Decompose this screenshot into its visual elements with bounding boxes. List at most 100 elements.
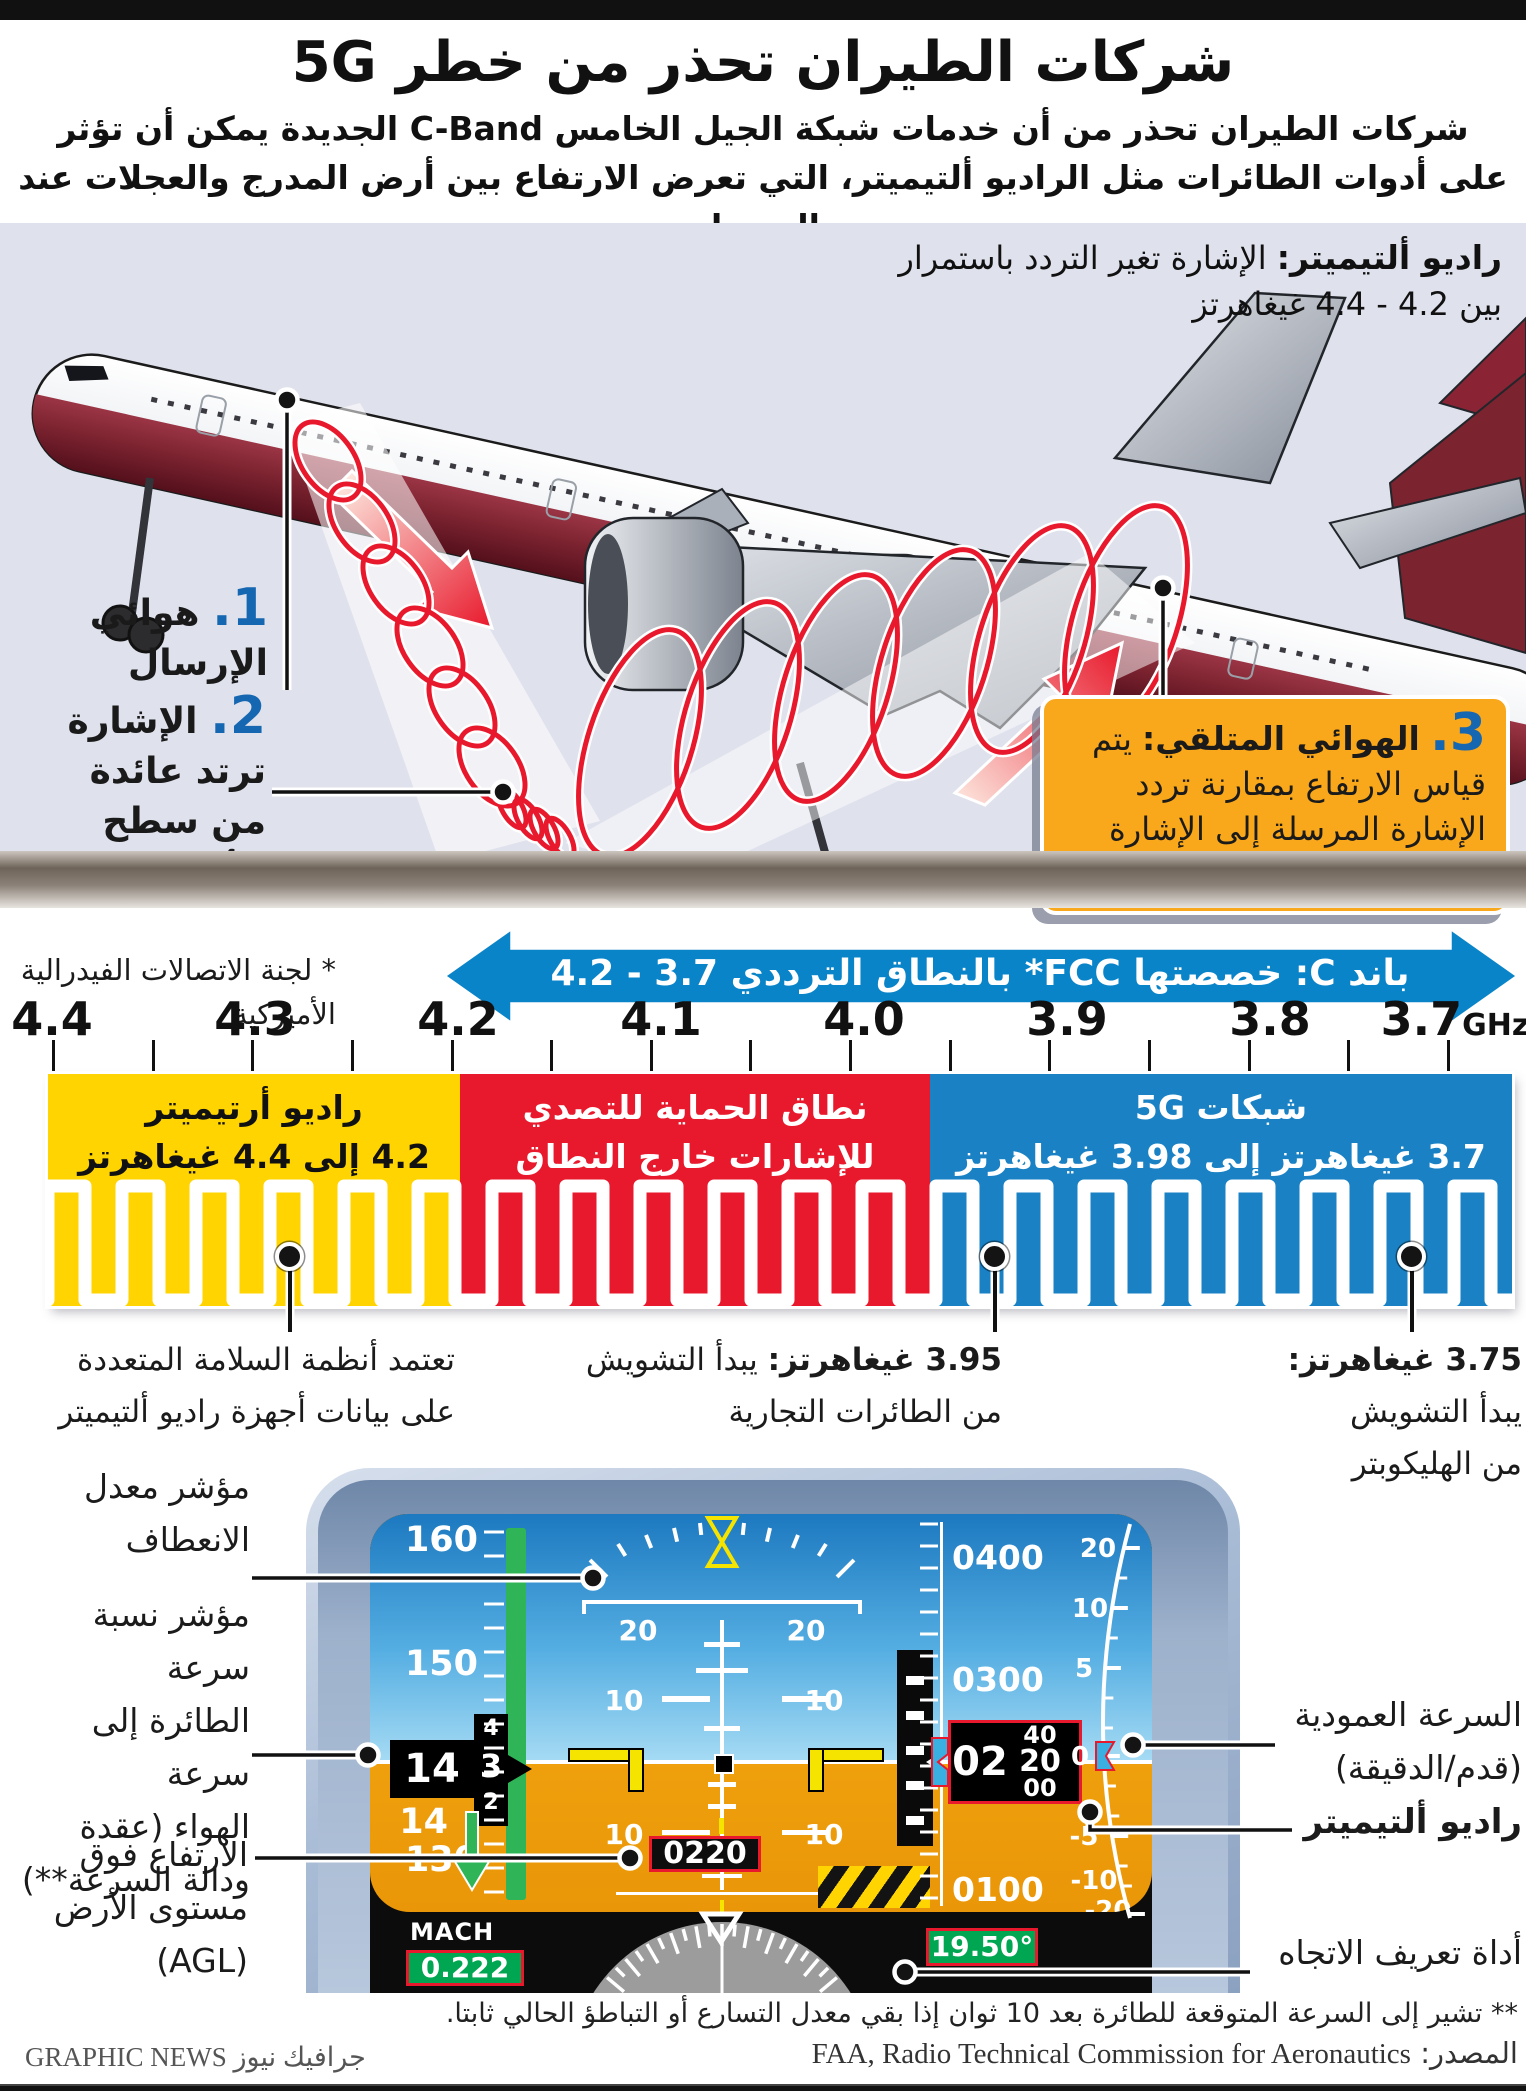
pitch-20-hook-r	[858, 1600, 862, 1614]
horizon-line	[370, 1760, 1152, 1764]
step-3-number: 3.	[1430, 703, 1486, 763]
note-3-95-ghz: 3.95 غيغاهرتز: يبدأ التشويش من الطائرات …	[585, 1342, 1002, 1430]
compass-pointer-triangle	[698, 1911, 744, 1947]
pitch-20-hook-l	[582, 1600, 586, 1614]
step-3-bold: الهوائي المتلقي:	[1142, 719, 1420, 758]
note-altimeter-systems: تعتمد أنظمة السلامة المتعددة على بيانات …	[58, 1342, 455, 1430]
freq-tick	[749, 1040, 753, 1072]
source-line: المصدر: FAA, Radio Technical Commission …	[318, 2036, 1518, 2071]
freq-label-4.0: 4.0	[823, 992, 905, 1046]
pitch-minor-5	[708, 1804, 736, 1809]
freq-tick	[450, 1040, 454, 1072]
pitch-bottom-line	[616, 1892, 828, 1895]
wave-dot-mid	[980, 1242, 1009, 1271]
alt-label-0100: 0100	[952, 1870, 1044, 1909]
mach-value: 0.222	[406, 1950, 524, 1986]
speed-trend-bar	[506, 1528, 526, 1900]
source-text: FAA, Radio Technical Commission for Aero…	[811, 2038, 1411, 2070]
pitch-label-20-left: 20	[618, 1614, 658, 1647]
page-title: شركات الطيران تحذر من خطر 5G	[291, 30, 1235, 95]
credit-latin: GRAPHIC NEWS	[25, 2042, 227, 2072]
wing-bracket-left-leg	[628, 1748, 644, 1792]
altitude-readout: 02 40 20 00	[948, 1720, 1082, 1804]
step-1-number: 1.	[212, 578, 268, 638]
band-guard-line1: نطاق الحماية للتصدي	[522, 1088, 868, 1127]
pfd-screen: 20 20 10 10 10 10	[370, 1514, 1152, 1993]
freq-tick	[1347, 1040, 1351, 1072]
pitch-center-upper	[720, 1620, 724, 1754]
heading-value: 19.50°	[926, 1928, 1038, 1966]
radio-alt-segment-bar	[897, 1650, 933, 1846]
freq-tick	[948, 1040, 952, 1072]
vsi-pointer	[1095, 1741, 1116, 1771]
c-band-arrow-label: باند C: خصصتها FCC* بالنطاق الترددي 3.7 …	[550, 953, 1410, 1066]
altimeter-note: راديو ألتيميتر: الإشارة تغير التردد باست…	[862, 235, 1502, 327]
scene-callouts	[272, 387, 1176, 805]
vsi-label-10: 10	[1071, 1594, 1109, 1624]
freq-tick	[849, 1040, 853, 1072]
bottom-rule	[0, 2084, 1526, 2091]
pitch-minor-7	[702, 1874, 742, 1878]
ground-surface-bar	[0, 851, 1526, 908]
step-2-number: 2.	[210, 686, 266, 746]
step-1-text: هوائي الإرسال	[89, 593, 268, 684]
note-3-75-bold: 3.75 غيغاهرتز:	[1287, 1342, 1522, 1378]
pitch-10b-bar-l	[662, 1830, 710, 1835]
alt-ticks	[920, 1522, 938, 1900]
transmit-arrow	[327, 468, 495, 631]
engine-near	[583, 516, 745, 692]
horizontal-stabilizer	[1328, 476, 1526, 570]
altimeter-note-rest: الإشارة تغير التردد باستمرار	[898, 239, 1267, 277]
freq-label-4.1: 4.1	[620, 992, 702, 1046]
freq-tick	[1148, 1040, 1152, 1072]
spectrum-bands: راديو أرتيميتر 4.2 إلى 4.4 غيغاهرتز نطاق…	[48, 1074, 1512, 1306]
step-1-label: 1. هوائي الإرسال	[10, 582, 268, 689]
freq-tick	[550, 1040, 554, 1072]
agl-readout: 0220	[649, 1836, 761, 1872]
speed-label-160: 160	[404, 1520, 478, 1560]
source-label: المصدر:	[1420, 2036, 1518, 2070]
vsi-label-5: 5	[1074, 1654, 1094, 1684]
band-guard-line2: للإشارات خارج النطاق	[515, 1137, 875, 1176]
frequency-wave	[48, 1179, 1512, 1306]
pitch-20-bar	[582, 1600, 862, 1604]
return-arrow	[952, 640, 1125, 807]
aircraft-center-square	[714, 1754, 734, 1774]
vsi-label-20: 20	[1079, 1534, 1117, 1564]
note-3-75-ghz: 3.75 غيغاهرتز: يبدأ التشويش من الهليكوبت…	[1287, 1342, 1522, 1482]
alt-tape-line	[940, 1522, 943, 1906]
vsi-label-m20: -20	[1084, 1896, 1132, 1912]
freq-tick	[151, 1040, 155, 1072]
band-5g-line2: 3.7 غيغاهرتز إلى 3.98 غيغاهرتز	[956, 1137, 1486, 1176]
top-rule	[0, 0, 1526, 20]
attitude-indicator: 20 20 10 10 10 10	[370, 1514, 1152, 1912]
speed-ticks	[484, 1530, 504, 1894]
vsi-label-m10: -10	[1070, 1866, 1118, 1896]
band-5g-line1: شبكات 5G	[1134, 1088, 1308, 1127]
band-guard: نطاق الحماية للتصدي للإشارات خارج النطاق	[460, 1074, 930, 1306]
cockpit-windows	[64, 365, 109, 382]
pitch-label-10-left: 10	[604, 1684, 644, 1717]
freq-label-4.4: 4.4	[11, 992, 93, 1046]
alt-readout-chevron	[931, 1737, 949, 1787]
subtitle-line-1: شركات الطيران تحذر من أن خدمات شبكة الجي…	[57, 109, 1469, 148]
speed-readout: 14	[390, 1740, 474, 1798]
freq-tick	[251, 1040, 255, 1072]
pitch-10-bar-l	[662, 1696, 710, 1702]
pitch-label-20-right: 20	[786, 1614, 826, 1647]
transmit-antenna-dot	[274, 387, 300, 413]
freq-tick	[1446, 1040, 1450, 1072]
freq-tick	[1247, 1040, 1251, 1072]
cockpit-display: 20 20 10 10 10 10	[306, 1468, 1240, 1993]
freq-tick	[649, 1040, 653, 1072]
pfd-vector-layer	[452, 1516, 1145, 1993]
speed-trend-arrow-head	[452, 1859, 492, 1892]
freq-label-3.8: 3.8	[1229, 992, 1311, 1046]
tail-fin	[1112, 291, 1347, 485]
band-altimeter-title: راديو أرتيميتر	[145, 1088, 363, 1127]
altimeter-note-bold: راديو ألتيميتر:	[1276, 238, 1502, 277]
label-radio-altimeter: راديو ألتيميتر	[1303, 1802, 1522, 1842]
alt-label-0300: 0300	[952, 1660, 1044, 1699]
vsi-label-0: 0	[1070, 1742, 1090, 1772]
